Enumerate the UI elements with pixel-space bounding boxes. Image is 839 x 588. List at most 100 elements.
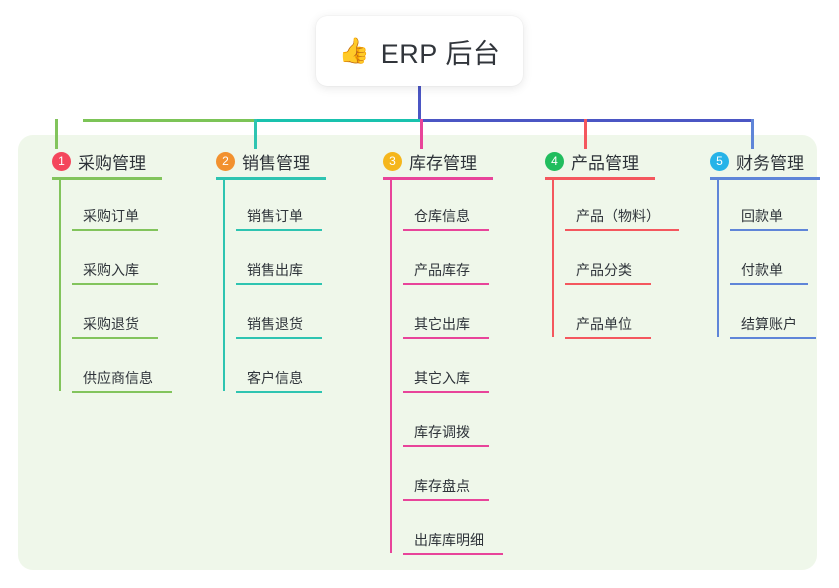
column-header-3[interactable]: 3 库存管理 xyxy=(366,148,477,174)
column-header-rule xyxy=(383,177,493,180)
connector-drop-2 xyxy=(254,119,257,149)
column-header-rule xyxy=(52,177,162,180)
menu-item-rule xyxy=(236,391,322,393)
menu-item-label: 仓库信息 xyxy=(414,208,470,224)
menu-item[interactable]: 客户信息 xyxy=(236,369,322,393)
menu-item-rule xyxy=(565,337,651,339)
menu-item[interactable]: 库存调拨 xyxy=(403,423,489,447)
column-title-label: 采购管理 xyxy=(78,153,146,173)
connector-drop-3 xyxy=(420,119,423,149)
menu-item-label: 供应商信息 xyxy=(83,370,153,386)
menu-item-label: 其它出库 xyxy=(414,316,470,332)
column-badge-2: 2 xyxy=(216,151,235,171)
menu-item-rule xyxy=(236,337,322,339)
menu-item-rule xyxy=(403,391,489,393)
menu-item-rule xyxy=(730,229,808,231)
menu-item-label: 其它入库 xyxy=(414,370,470,386)
menu-item-rule xyxy=(72,283,158,285)
column-产品管理: 4 产品管理产品（物料） 产品分类产品单位 xyxy=(528,0,679,588)
column-title-label: 产品管理 xyxy=(571,153,639,173)
menu-item-label: 产品（物料） xyxy=(576,208,660,224)
menu-item-rule xyxy=(236,283,322,285)
root-title-card[interactable]: 👍 ERP 后台 xyxy=(316,16,523,86)
menu-item-rule xyxy=(72,229,158,231)
menu-item-rule xyxy=(403,337,489,339)
menu-item[interactable]: 库存盘点 xyxy=(403,477,489,501)
menu-item-label: 回款单 xyxy=(741,208,783,224)
column-spine xyxy=(390,177,392,553)
menu-item[interactable]: 产品库存 xyxy=(403,261,489,285)
menu-item[interactable]: 出库库明细 xyxy=(403,531,503,555)
menu-item-label: 产品单位 xyxy=(576,316,632,332)
menu-item-rule xyxy=(236,229,322,231)
menu-item-label: 付款单 xyxy=(741,262,783,278)
menu-item[interactable]: 供应商信息 xyxy=(72,369,172,393)
column-采购管理: 1 采购管理采购订单采购入库采购退货供应商信息 xyxy=(35,0,185,588)
menu-item[interactable]: 采购退货 xyxy=(72,315,158,339)
column-badge-4: 4 xyxy=(545,151,564,171)
menu-item[interactable]: 仓库信息 xyxy=(403,207,489,231)
menu-item-rule xyxy=(403,229,489,231)
column-badge-3: 3 xyxy=(383,151,402,171)
menu-item-label: 产品库存 xyxy=(414,262,470,278)
column-title-label: 销售管理 xyxy=(242,153,310,173)
column-badge-1: 1 xyxy=(52,151,71,171)
menu-item-label: 销售退货 xyxy=(247,316,303,332)
diagram-panel xyxy=(18,135,817,570)
connector-root-stem xyxy=(418,86,421,122)
column-spine xyxy=(717,177,719,337)
menu-item-rule xyxy=(403,499,489,501)
menu-item-rule xyxy=(730,337,816,339)
connector-drop-1 xyxy=(55,119,58,149)
column-库存管理: 3 库存管理仓库信息产品库存其它出库其它入库库存调拨库存盘点出库库明细 xyxy=(366,0,516,588)
connector-bar-segment-2 xyxy=(255,119,420,122)
menu-item[interactable]: 产品分类 xyxy=(565,261,651,285)
column-spine xyxy=(552,177,554,337)
menu-item[interactable]: 产品（物料） xyxy=(565,207,679,231)
column-badge-5: 5 xyxy=(710,151,729,171)
menu-item-rule xyxy=(403,553,503,555)
menu-item-label: 采购订单 xyxy=(83,208,139,224)
menu-item-rule xyxy=(72,337,158,339)
menu-item-rule xyxy=(403,445,489,447)
menu-item[interactable]: 销售订单 xyxy=(236,207,322,231)
menu-item[interactable]: 销售出库 xyxy=(236,261,322,285)
menu-item-rule xyxy=(72,391,172,393)
menu-item[interactable]: 采购订单 xyxy=(72,207,158,231)
menu-item[interactable]: 付款单 xyxy=(730,261,808,285)
menu-item-label: 库存盘点 xyxy=(414,478,470,494)
menu-item-rule xyxy=(403,283,489,285)
menu-item-rule xyxy=(565,283,651,285)
menu-item-rule xyxy=(565,229,679,231)
column-header-2[interactable]: 2 销售管理 xyxy=(199,148,310,174)
column-title-label: 财务管理 xyxy=(736,153,804,173)
column-header-rule xyxy=(216,177,326,180)
thumbs-up-icon: 👍 xyxy=(338,36,370,65)
menu-item[interactable]: 其它出库 xyxy=(403,315,489,339)
connector-drop-5 xyxy=(751,119,754,149)
menu-item-label: 采购入库 xyxy=(83,262,139,278)
menu-item[interactable]: 采购入库 xyxy=(72,261,158,285)
column-spine xyxy=(223,177,225,391)
menu-item[interactable]: 回款单 xyxy=(730,207,808,231)
menu-item-rule xyxy=(730,283,808,285)
column-header-1[interactable]: 1 采购管理 xyxy=(35,148,146,174)
menu-item-label: 产品分类 xyxy=(576,262,632,278)
column-title-label: 库存管理 xyxy=(409,153,477,173)
menu-item[interactable]: 销售退货 xyxy=(236,315,322,339)
menu-item[interactable]: 产品单位 xyxy=(565,315,651,339)
connector-bar-segment-1 xyxy=(83,119,255,122)
column-header-rule xyxy=(710,177,820,180)
column-header-4[interactable]: 4 产品管理 xyxy=(528,148,639,174)
menu-item[interactable]: 其它入库 xyxy=(403,369,489,393)
column-销售管理: 2 销售管理销售订单销售出库销售退货客户信息 xyxy=(199,0,349,588)
column-header-5[interactable]: 5 财务管理 xyxy=(693,148,804,174)
page-title: ERP 后台 xyxy=(380,38,501,69)
menu-item-label: 采购退货 xyxy=(83,316,139,332)
menu-item-label: 结算账户 xyxy=(741,316,797,332)
menu-item-label: 出库库明细 xyxy=(414,532,484,548)
menu-item[interactable]: 结算账户 xyxy=(730,315,816,339)
connector-drop-4 xyxy=(584,119,587,149)
menu-item-label: 库存调拨 xyxy=(414,424,470,440)
